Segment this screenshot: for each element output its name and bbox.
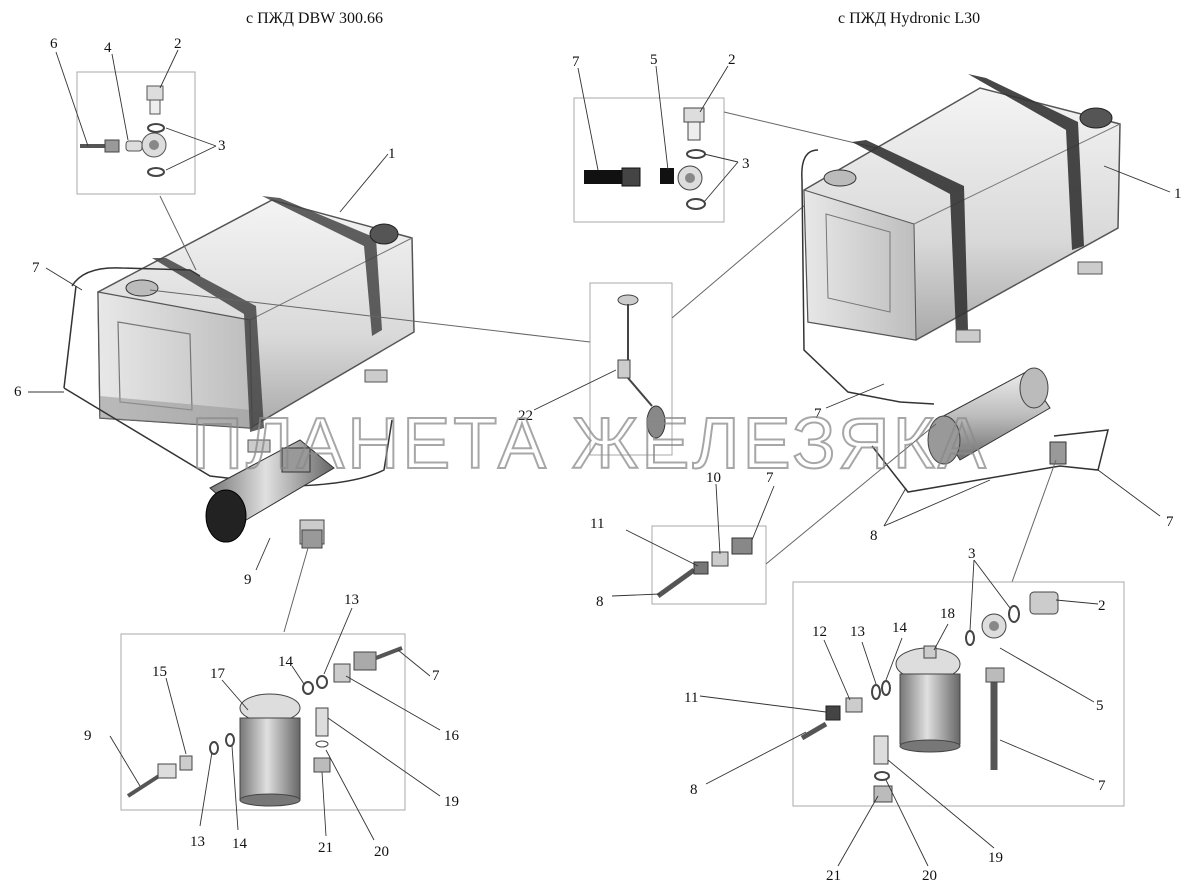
callout-left-7b: 7 [432, 668, 440, 684]
callout-right-7d: 7 [766, 470, 774, 486]
callout-right-13: 13 [850, 624, 865, 640]
callout-left-1: 1 [388, 146, 396, 162]
detail-box-left-top [76, 71, 196, 195]
detail-box-right-top [573, 97, 725, 223]
callout-right-5a: 5 [650, 52, 658, 68]
filter-assembly-left [126, 646, 403, 807]
callout-right-14: 14 [892, 620, 908, 636]
fuel-line-fitting-right [584, 107, 706, 210]
callout-left-16: 16 [444, 728, 460, 744]
callout-right-18: 18 [940, 606, 955, 622]
detail-box-right-mid [651, 525, 767, 605]
callout-right-7c: 7 [1166, 514, 1174, 530]
callout-left-20: 20 [374, 844, 389, 860]
callout-right-11a: 11 [590, 516, 604, 532]
fuel-level-sender [617, 294, 666, 439]
leader-pump-to-detail [1011, 459, 1057, 583]
callout-right-3a: 3 [742, 156, 750, 172]
callout-right-5b: 5 [1096, 698, 1104, 714]
callout-right-7e: 7 [1098, 778, 1106, 794]
callout-right-10: 10 [706, 470, 721, 486]
callout-left-6a: 6 [50, 36, 58, 52]
callout-left-13a: 13 [344, 592, 359, 608]
callout-labels [28, 49, 1171, 867]
callout-right-7a: 7 [572, 54, 580, 70]
title-right: с ПЖД Hydronic L30 [838, 10, 981, 27]
heater-hydronic-l30 [927, 367, 1051, 465]
callout-left-3: 3 [218, 138, 226, 154]
callout-left-7a: 7 [32, 260, 40, 276]
title-left: с ПЖД DBW 300.66 [246, 10, 383, 27]
callout-right-2a: 2 [728, 52, 736, 68]
callout-left-6b: 6 [14, 384, 22, 400]
callout-left-2: 2 [174, 36, 182, 52]
callout-left-22: 22 [518, 408, 533, 424]
callout-left-14a: 14 [278, 654, 294, 670]
callout-right-8a: 8 [870, 528, 878, 544]
left-assembly [63, 71, 673, 811]
watermark-text: ПЛАНЕТА ЖЕЛЕЗЯКА [191, 404, 989, 484]
callout-numbers: 6 4 2 3 1 7 6 22 9 13 14 7 15 17 16 9 19… [14, 36, 1182, 884]
callout-left-9b: 9 [84, 728, 92, 744]
leader-tank-to-sender [149, 289, 591, 343]
fuel-tank-right [803, 74, 1121, 343]
callout-right-20: 20 [922, 868, 937, 884]
heater-dbw-300 [205, 439, 335, 543]
callout-right-7b: 7 [814, 406, 822, 422]
callout-right-2b: 2 [1098, 598, 1106, 614]
fuel-line-fitting-left [80, 85, 167, 177]
fuel-line-7-right [801, 149, 935, 405]
fuel-filter-small-left [299, 519, 325, 549]
callout-right-8b: 8 [596, 594, 604, 610]
fuel-line-8-right [871, 429, 1109, 493]
callout-left-15: 15 [152, 664, 167, 680]
callout-left-13b: 13 [190, 834, 205, 850]
callout-right-3b: 3 [968, 546, 976, 562]
callout-right-11b: 11 [684, 690, 698, 706]
callout-right-19: 19 [988, 850, 1003, 866]
fuel-line-7-left [71, 267, 201, 287]
fuel-pump-right [1049, 441, 1067, 465]
callout-left-4: 4 [104, 40, 112, 56]
detail-box-sender [589, 282, 673, 456]
callout-left-14b: 14 [232, 836, 248, 852]
callout-right-1: 1 [1174, 186, 1182, 202]
fuel-tank-left [97, 196, 415, 453]
leader-filter-to-detail [283, 547, 309, 633]
callout-right-21: 21 [826, 868, 841, 884]
callout-left-19: 19 [444, 794, 459, 810]
leader-tank-to-detail [159, 195, 197, 271]
callout-left-9a: 9 [244, 572, 252, 588]
filter-assembly-right [800, 591, 1059, 803]
right-assembly [573, 74, 1125, 807]
callout-left-17: 17 [210, 666, 226, 682]
callout-right-12: 12 [812, 624, 827, 640]
callout-left-21: 21 [318, 840, 333, 856]
detail-box-right-bottom [792, 581, 1125, 807]
detail-box-left-bottom [120, 633, 406, 811]
fitting-assembly-mid [656, 537, 753, 599]
leader-mid-to-heater [765, 423, 937, 565]
callout-right-8c: 8 [690, 782, 698, 798]
